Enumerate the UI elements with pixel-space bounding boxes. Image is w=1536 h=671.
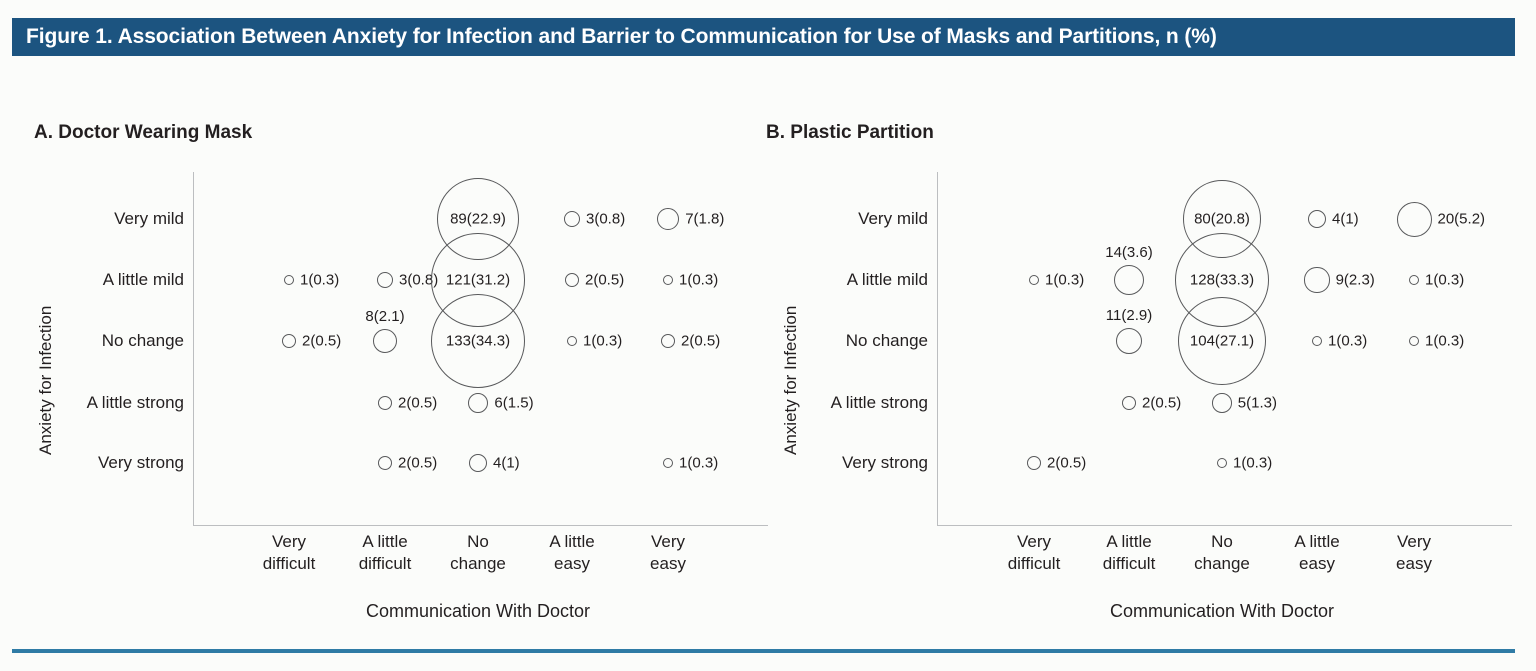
data-bubble bbox=[1409, 336, 1419, 346]
bubble-value-label: 9(2.3) bbox=[1335, 271, 1375, 289]
panel-doctor-wearing-mask: A. Doctor Wearing Mask bbox=[34, 122, 253, 143]
bubble-value-label: 1(0.3) bbox=[1425, 332, 1465, 350]
bubble-value-label: 89(22.9) bbox=[450, 210, 506, 228]
bubble-value-label: 2(0.5) bbox=[1142, 394, 1182, 412]
y-tick-label: A little mild bbox=[846, 270, 928, 289]
bubble-value-label: 1(0.3) bbox=[679, 454, 719, 472]
bubble-value-label: 1(0.3) bbox=[1425, 271, 1465, 289]
data-bubble bbox=[1409, 275, 1419, 285]
bubble-value-label: 104(27.1) bbox=[1189, 332, 1255, 350]
panel-plastic-partition: B. Plastic Partition bbox=[766, 0, 1536, 671]
figure-title: Figure 1. Association Between Anxiety fo… bbox=[26, 25, 1217, 48]
bottom-rule bbox=[12, 649, 1515, 653]
figure-title-banner: Figure 1. Association Between Anxiety fo… bbox=[12, 18, 1515, 56]
y-axis-title: Anxiety for Infection bbox=[36, 305, 55, 455]
bubble-value-label: 1(0.3) bbox=[1233, 454, 1273, 472]
data-bubble bbox=[656, 207, 680, 231]
bubble-value-label: 1(0.3) bbox=[1045, 271, 1085, 289]
data-bubble bbox=[1029, 275, 1039, 285]
bubble-value-label: 3(0.8) bbox=[586, 210, 626, 228]
data-bubble bbox=[378, 396, 392, 410]
data-bubble bbox=[1217, 458, 1227, 468]
data-bubble bbox=[469, 454, 487, 472]
bubble-value-label: 1(0.3) bbox=[583, 332, 623, 350]
data-bubble bbox=[567, 336, 577, 346]
bubble-value-label: 8(2.1) bbox=[365, 308, 405, 325]
y-tick-label: Very mild bbox=[858, 209, 928, 228]
bubble-value-label: 1(0.3) bbox=[1328, 332, 1368, 350]
y-tick-label: Very strong bbox=[842, 453, 928, 472]
y-axis-line bbox=[193, 172, 194, 525]
data-bubble bbox=[378, 456, 392, 470]
bubble-value-label: 2(0.5) bbox=[398, 394, 438, 412]
bubble-value-label: 6(1.5) bbox=[494, 394, 534, 412]
data-bubble bbox=[565, 273, 579, 287]
data-bubble bbox=[1308, 210, 1326, 228]
bubble-value-label: 2(0.5) bbox=[1047, 454, 1087, 472]
data-bubble bbox=[1115, 327, 1143, 355]
data-bubble bbox=[1396, 201, 1432, 237]
data-bubble bbox=[1312, 336, 1322, 346]
data-bubble bbox=[430, 293, 526, 389]
bubble-value-label: 121(31.2) bbox=[445, 271, 511, 289]
data-bubble bbox=[1027, 456, 1041, 470]
y-tick-label: A little mild bbox=[102, 270, 184, 289]
bubble-value-label: 1(0.3) bbox=[679, 271, 719, 289]
data-bubble bbox=[1304, 267, 1330, 293]
bubble-value-label: 3(0.8) bbox=[399, 271, 439, 289]
bubble-value-label: 7(1.8) bbox=[685, 210, 725, 228]
x-axis-line bbox=[193, 525, 768, 526]
bubble-value-label: 2(0.5) bbox=[681, 332, 721, 350]
panel-a-title: A. Doctor Wearing Mask bbox=[34, 122, 253, 143]
bubble-value-label: 4(1) bbox=[1332, 210, 1359, 228]
data-bubble bbox=[377, 272, 393, 288]
y-tick-label: Very mild bbox=[114, 209, 184, 228]
y-tick-label: No change bbox=[845, 331, 928, 350]
y-tick-label: No change bbox=[101, 331, 184, 350]
x-axis-title: Communication With Doctor bbox=[365, 601, 591, 621]
bubble-value-label: 5(1.3) bbox=[1237, 394, 1277, 412]
data-bubble bbox=[564, 211, 580, 227]
bubble-value-label: 20(5.2) bbox=[1437, 210, 1486, 228]
data-bubble bbox=[1122, 396, 1136, 410]
x-axis-title: Communication With Doctor bbox=[1109, 601, 1335, 621]
y-tick-label: A little strong bbox=[830, 393, 928, 412]
y-axis-line bbox=[937, 172, 938, 525]
y-tick-label: A little strong bbox=[86, 393, 184, 412]
data-bubble bbox=[467, 392, 489, 414]
data-bubble bbox=[661, 334, 675, 348]
y-axis-title: Anxiety for Infection bbox=[781, 305, 800, 455]
data-bubble bbox=[284, 275, 294, 285]
y-tick-label: Very strong bbox=[98, 453, 184, 472]
data-bubble bbox=[1114, 265, 1144, 295]
data-bubble bbox=[373, 329, 397, 353]
data-bubble bbox=[1212, 393, 1232, 413]
data-bubble bbox=[663, 275, 673, 285]
bubble-value-label: 2(0.5) bbox=[585, 271, 625, 289]
bubble-value-label: 11(2.9) bbox=[1105, 306, 1153, 324]
x-axis-line bbox=[937, 525, 1512, 526]
bubble-value-label: 4(1) bbox=[493, 454, 520, 472]
panel-b-title: B. Plastic Partition bbox=[766, 122, 934, 143]
bubble-value-label: 14(3.6) bbox=[1105, 244, 1153, 261]
bubble-value-label: 133(34.3) bbox=[445, 332, 511, 350]
bubble-value-label: 2(0.5) bbox=[398, 454, 438, 472]
data-bubble bbox=[663, 458, 673, 468]
data-bubble bbox=[282, 334, 296, 348]
bubble-value-label: 1(0.3) bbox=[300, 271, 340, 289]
data-bubble bbox=[1177, 296, 1266, 385]
bubble-value-label: 128(33.3) bbox=[1189, 271, 1255, 289]
bubble-value-label: 80(20.8) bbox=[1194, 210, 1250, 228]
bubble-value-label: 2(0.5) bbox=[302, 332, 342, 350]
